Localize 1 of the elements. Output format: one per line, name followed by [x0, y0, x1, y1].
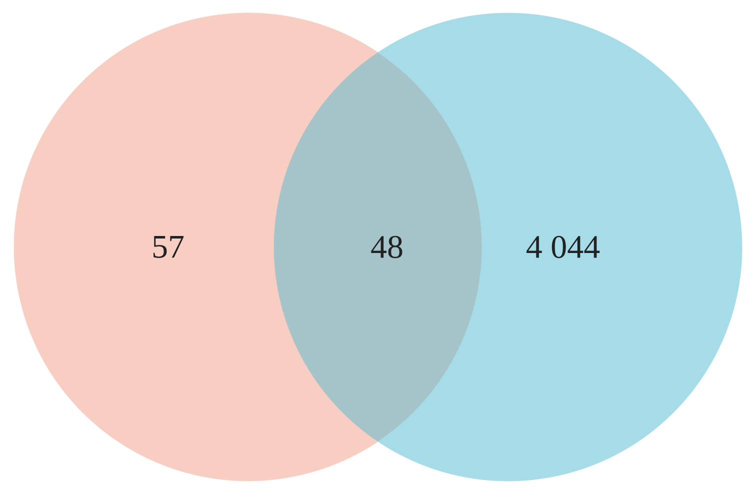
overlap-region: 48	[274, 52, 482, 442]
